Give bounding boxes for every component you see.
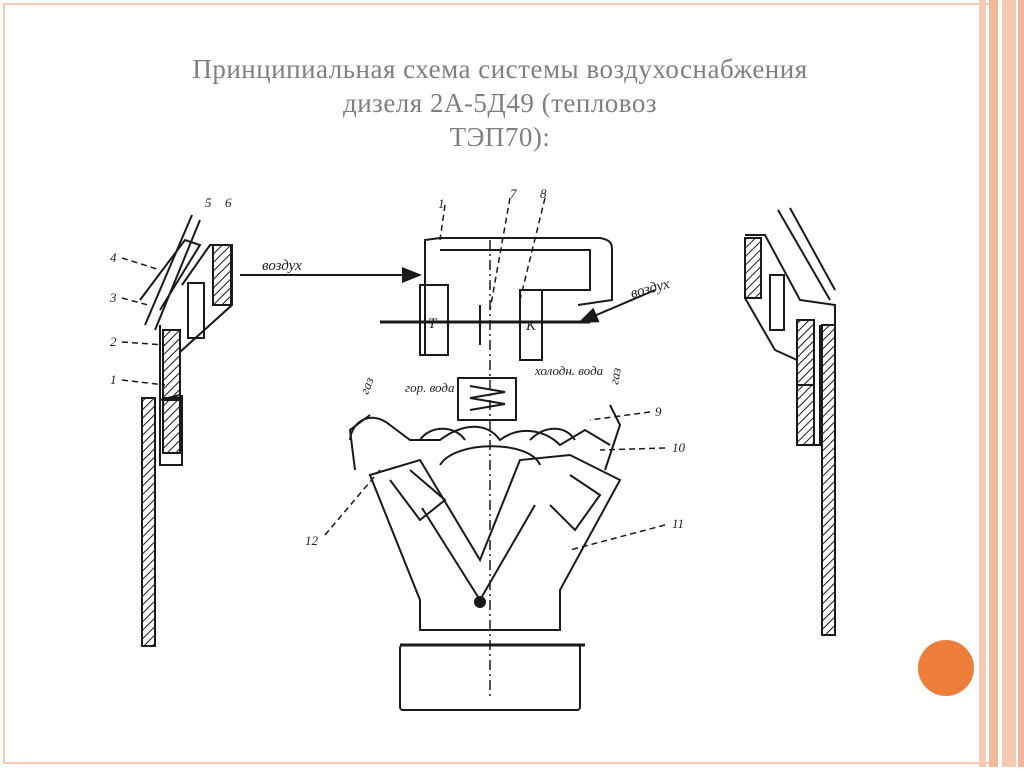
right-gas-pipe xyxy=(604,404,622,471)
turbine-block xyxy=(419,284,449,356)
air-arrow-right xyxy=(578,289,656,323)
right-wall xyxy=(744,207,836,636)
num-2: 2 xyxy=(110,334,117,349)
num-1-top: 1 xyxy=(438,196,445,211)
connecting-rods xyxy=(421,504,536,602)
leader-lines xyxy=(121,197,666,551)
leader-2 xyxy=(121,341,166,346)
turbo-air-path xyxy=(440,249,591,291)
label-compressor: К xyxy=(525,318,537,334)
compressor-block xyxy=(519,289,543,361)
num-11: 11 xyxy=(672,516,684,531)
left-filter-5 xyxy=(187,282,205,339)
leader-4 xyxy=(121,257,161,271)
right-wall-panel xyxy=(821,324,836,636)
crankshaft-pivot xyxy=(474,596,486,608)
label-hot-water: гор. вода xyxy=(405,380,455,395)
num-8: 8 xyxy=(540,186,547,201)
v-block-outline xyxy=(368,453,622,631)
label-gas-right: газ xyxy=(606,367,624,386)
left-gas-pipe xyxy=(348,414,371,471)
num-3: 3 xyxy=(109,290,117,305)
right-stripe-2 xyxy=(989,0,998,767)
left-louver xyxy=(144,214,201,331)
num-5: 5 xyxy=(205,195,212,210)
manifold-branches xyxy=(419,427,576,441)
right-filter-5 xyxy=(769,274,785,331)
label-turbine: Т xyxy=(428,316,438,332)
leader-3 xyxy=(121,297,149,306)
right-stripe-4 xyxy=(1018,0,1024,767)
right-stripe-1 xyxy=(979,0,986,767)
num-4: 4 xyxy=(110,250,117,265)
cooler-coil xyxy=(469,385,506,411)
left-wall-panel xyxy=(141,397,156,647)
left-wall xyxy=(139,214,233,647)
turbocharger xyxy=(380,237,613,361)
label-gas-left: газ xyxy=(357,375,377,396)
label-air-left: воздух xyxy=(262,258,302,274)
leader-8 xyxy=(519,197,546,301)
turbo-housing xyxy=(424,237,613,355)
num-7: 7 xyxy=(510,186,517,201)
leader-11 xyxy=(569,524,666,551)
cooler-body xyxy=(457,377,517,421)
title-line-2: дизеля 2А-5Д49 (тепловоз xyxy=(342,88,658,118)
intake-manifold xyxy=(349,416,611,447)
right-filter-1 xyxy=(796,384,815,446)
label-air-right: воздух xyxy=(629,276,672,302)
accent-circle xyxy=(918,640,974,696)
leader-1 xyxy=(439,204,446,241)
num-6: 6 xyxy=(225,195,232,210)
right-louver xyxy=(777,207,836,301)
title-line-3: ТЭП70): xyxy=(449,122,551,152)
right-duct-top xyxy=(745,234,836,325)
num-1-left: 1 xyxy=(110,372,117,387)
left-filter-6 xyxy=(212,244,232,306)
num-9: 9 xyxy=(655,404,662,419)
right-chamber xyxy=(744,297,821,446)
right-filter-2 xyxy=(796,319,815,386)
num-12: 12 xyxy=(305,533,319,548)
left-filter-2 xyxy=(162,329,181,401)
label-cold-water: холодн. вода xyxy=(534,363,604,378)
num-10: 10 xyxy=(672,440,686,455)
title-line-1: Принципиальная схема системы воздухоснаб… xyxy=(192,54,808,84)
left-filter-1 xyxy=(162,397,181,454)
charge-air-cooler xyxy=(457,377,517,421)
slide-title: Принципиальная схема системы воздухоснаб… xyxy=(60,52,940,154)
left-louver-flap xyxy=(139,238,202,311)
leader-12 xyxy=(324,469,381,536)
left-cylinder xyxy=(389,469,447,522)
leader-1-left xyxy=(121,379,166,386)
left-chamber xyxy=(159,325,183,466)
right-stripe-3 xyxy=(1002,0,1016,767)
right-filter-6 xyxy=(744,237,762,299)
leader-9 xyxy=(589,411,651,421)
right-cylinder xyxy=(549,474,602,532)
engine-block xyxy=(368,445,622,711)
leader-10 xyxy=(599,447,666,451)
leader-7 xyxy=(489,197,511,311)
